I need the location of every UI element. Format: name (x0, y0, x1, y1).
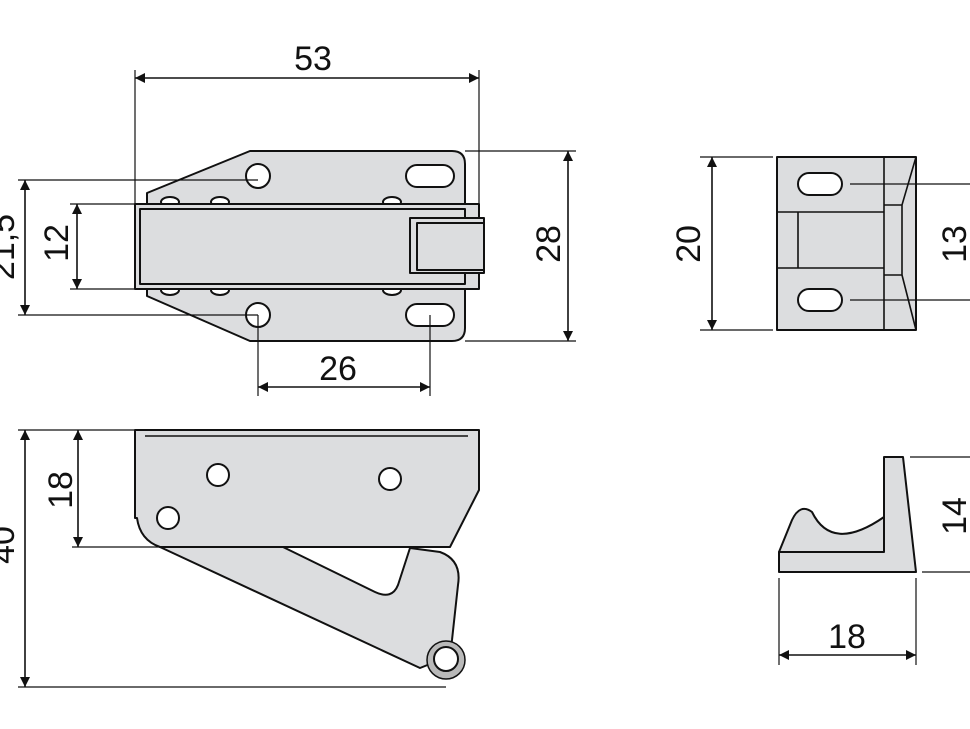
dimension-26: 26 (257, 315, 431, 396)
catch-slot (797, 172, 843, 196)
dimension-18-bracket: 18 (778, 578, 917, 665)
dimension-13: 13 (850, 183, 970, 301)
dimension-12: 12 (38, 203, 135, 290)
dimension-label: 12 (38, 224, 76, 262)
bracket-cradle (778, 507, 885, 553)
pivot-pin (156, 506, 180, 530)
latch-top-view (134, 150, 485, 342)
latch-side-body (134, 429, 480, 548)
dimension-label: 28 (530, 225, 568, 263)
latch-arm (159, 546, 460, 669)
catch-bracket-side-view (778, 456, 917, 573)
dimension-label: 13 (936, 225, 970, 263)
latch-push-button-face (416, 222, 485, 271)
catch-slot (797, 288, 843, 312)
dimension-28: 28 (465, 150, 576, 342)
dimension-label: 18 (42, 471, 80, 509)
dimension-label: 21,5 (0, 214, 22, 280)
dimension-14: 14 (910, 456, 970, 573)
screw-hole (245, 163, 271, 189)
dimension-53: 53 (134, 40, 480, 204)
rivet (206, 463, 230, 487)
dimension-20: 20 (670, 156, 773, 331)
roller-axle (433, 646, 459, 672)
bracket-l-profile (778, 456, 917, 573)
dimension-label: 20 (670, 225, 708, 263)
dimension-label: 18 (828, 618, 866, 656)
dimension-label: 40 (0, 526, 22, 564)
latch-side-view (134, 429, 480, 680)
dimension-label: 26 (319, 350, 357, 388)
dimension-21-5: 21,5 (0, 179, 258, 316)
dimension-18-side: 18 (42, 430, 160, 548)
rivet (378, 467, 402, 491)
dimension-label: 14 (936, 497, 970, 535)
catch-plate-front-view (776, 156, 917, 331)
screw-slot (405, 164, 455, 188)
dimension-label: 53 (294, 40, 332, 78)
dimension-40: 40 (0, 429, 446, 688)
